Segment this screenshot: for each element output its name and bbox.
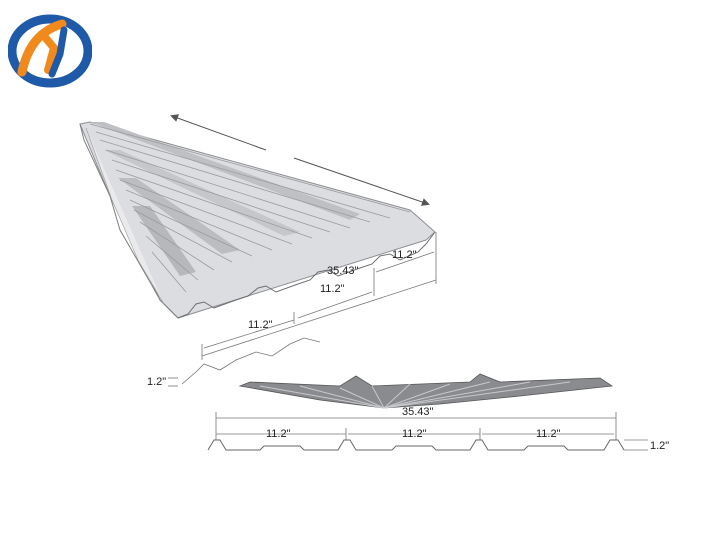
perspective-rib-height-label: 1.2" <box>147 376 166 388</box>
profile-outline <box>207 439 625 451</box>
length-arrow-right <box>293 157 430 206</box>
length-arrow-left <box>170 114 267 151</box>
perspective-sheet <box>79 121 436 319</box>
profile-pitch-label-right: 11.2" <box>536 428 561 440</box>
perspective-pitch-label-left: 11.2" <box>248 319 273 331</box>
profile-pitch-label-left: 11.2" <box>266 428 291 440</box>
end-view-sheet <box>238 373 614 409</box>
company-logo-icon <box>8 14 92 88</box>
profile-cover-width-label: 35.43" <box>402 406 434 418</box>
perspective-dimension-lines <box>168 232 437 387</box>
perspective-pitch-label-right: 11.2" <box>392 249 417 261</box>
profile-dimension-lines <box>215 412 648 451</box>
perspective-pitch-label-middle: 11.2" <box>320 283 345 295</box>
perspective-cover-width-label: 35.43" <box>327 265 359 277</box>
profile-rib-height-label: 1.2" <box>650 440 669 452</box>
profile-pitch-label-middle: 11.2" <box>402 428 427 440</box>
